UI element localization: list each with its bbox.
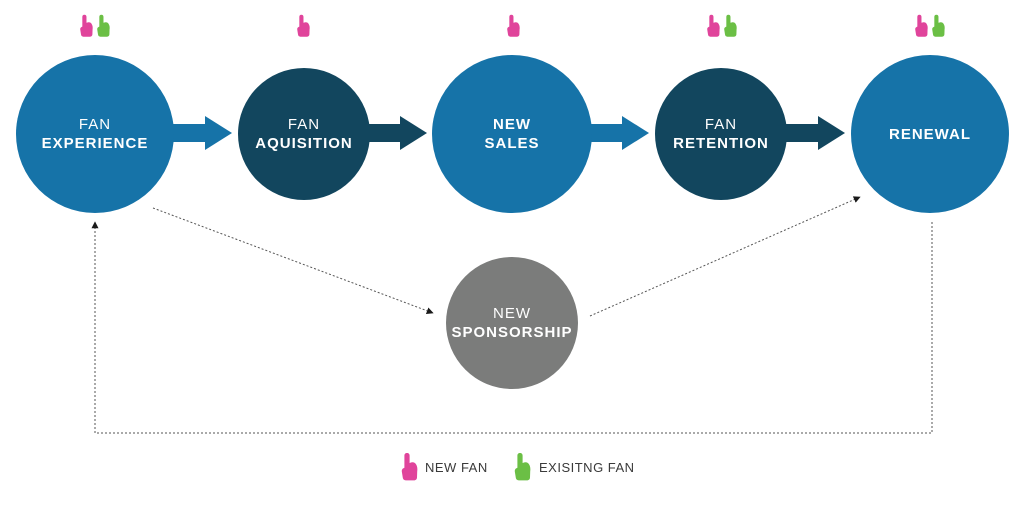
node-fan-experience: FAN EXPERIENCE [16, 55, 174, 213]
node-fan-aquisition-line1: FAN [287, 116, 321, 133]
flow-arrow-1 [172, 116, 232, 150]
existing-fan-glove-icon [724, 14, 737, 37]
existing-fan-glove-icon [97, 14, 110, 37]
node-fan-experience-line2: EXPERIENCE [41, 135, 149, 152]
legend-new-fan: NEW FAN [425, 460, 488, 475]
flow-arrow-3 [589, 116, 649, 150]
node-fan-experience-line1: FAN [78, 116, 112, 133]
legend-new-fan-label: NEW FAN [425, 460, 488, 475]
legend-existing-fan: EXISITNG FAN [539, 460, 635, 475]
node-renewal: RENEWAL [851, 55, 1009, 213]
dotted-arrow-experience-to-sponsorship [152, 207, 434, 315]
flow-arrow-4 [785, 116, 845, 150]
new-fan-glove-icon [707, 14, 720, 37]
node-fan-aquisition: FAN AQUISITION [238, 68, 370, 200]
new-fan-glove-icon [297, 14, 310, 37]
node-fan-aquisition-line2: AQUISITION [255, 135, 353, 152]
node-fan-retention-line2: RETENTION [673, 135, 769, 152]
node-fan-retention: FAN RETENTION [655, 68, 787, 200]
new-fan-glove-icon [507, 14, 520, 37]
node-new-sponsorship: NEW SPONSORSHIP [446, 257, 578, 389]
node-new-sales-line2: SALES [484, 135, 540, 152]
node-fan-retention-line1: FAN [704, 116, 738, 133]
node-new-sales-line1: NEW [493, 116, 531, 133]
dotted-return-loop [91, 221, 933, 434]
node-renewal-line2: RENEWAL [889, 125, 971, 143]
legend-new-fan-glove-icon [401, 453, 418, 481]
legend-existing-fan-label: EXISITNG FAN [539, 460, 635, 475]
node-new-sales: NEW SALES [432, 55, 592, 213]
new-fan-glove-icon [915, 14, 928, 37]
legend-existing-fan-glove-icon [514, 453, 531, 481]
existing-fan-glove-icon [932, 14, 945, 37]
node-new-sponsorship-line2: SPONSORSHIP [451, 324, 573, 341]
node-new-sponsorship-line1: NEW [493, 305, 531, 322]
new-fan-glove-icon [80, 14, 93, 37]
flow-arrow-2 [367, 116, 427, 150]
dotted-arrow-sponsorship-to-renewal [589, 196, 861, 317]
